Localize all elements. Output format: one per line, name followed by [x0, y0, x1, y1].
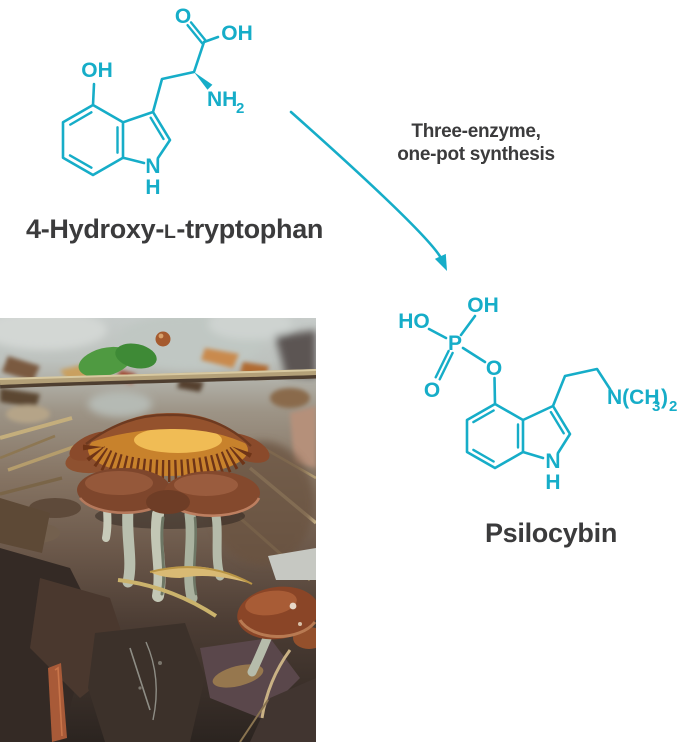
reactant-name-stereo-l: L [164, 221, 177, 243]
atom-label-bridging-o: O [486, 357, 502, 380]
mushroom-cluster [65, 412, 270, 604]
photo-grass-blades [239, 649, 292, 742]
photo-yellow-leaf [117, 566, 253, 618]
atom-label-amine-nh: NH [207, 88, 237, 111]
small-mushroom [237, 586, 316, 677]
arrow-caption-line2: one-pot synthesis [397, 144, 555, 165]
aromatic-inner-lines [472, 409, 565, 463]
photo-acorn [155, 331, 171, 347]
atom-label-amine-subscript: 2 [236, 100, 244, 117]
carbonyl-double-bond [186, 21, 207, 45]
photo-bark-mound [210, 441, 314, 565]
reaction-arrow [289, 110, 447, 271]
atom-label-phosphate-ho: HO [398, 310, 430, 333]
phosphoryl-double-bond [434, 349, 454, 381]
front-caps [77, 468, 261, 517]
stereo-wedge-bond [194, 72, 213, 90]
product-name-label: Psilocybin [484, 518, 618, 548]
atom-label-dimethylamine: N(CH [607, 386, 660, 409]
atom-label-dimethylamine-paren: ) [661, 386, 668, 409]
bond-lines [427, 314, 612, 470]
big-cap-rim [85, 413, 252, 447]
atom-label-dimethylamine-sub2: 2 [669, 398, 677, 415]
photo-green-leaf [78, 343, 157, 378]
atom-label-phosphoryl-o: O [424, 379, 440, 402]
atom-label-indole-n: N [545, 450, 560, 473]
arrow-caption: Three-enzyme, one-pot synthesis [386, 120, 566, 166]
reactant-name-suffix: -tryptophan [176, 214, 324, 244]
atom-label-carbonyl-o: O [175, 5, 191, 28]
arrow-shaft [289, 110, 443, 260]
arrow-caption-line1: Three-enzyme, [411, 121, 541, 142]
structure-4-hydroxy-l-tryptophan [61, 21, 220, 177]
atom-label-carboxyl-oh: OH [221, 22, 253, 45]
mushroom-photo [0, 318, 316, 742]
atom-label-phosphate-oh: OH [467, 294, 499, 317]
aromatic-inner-lines [68, 111, 165, 169]
gill-underside [82, 424, 253, 483]
atom-label-phosphorus: P [448, 332, 462, 355]
arrow-head [434, 253, 447, 271]
reactant-name-prefix: 4-Hydroxy- [26, 214, 165, 244]
atom-label-indole-nh: H [145, 176, 160, 199]
bond-lines [61, 35, 220, 177]
structure-psilocybin [427, 314, 612, 470]
photo-pink-bark [290, 406, 316, 468]
atom-label-indole-n: N [145, 155, 160, 178]
reactant-name-label: 4-Hydroxy-L-tryptophan [26, 214, 323, 245]
photo-bottom-stump [88, 623, 205, 742]
atom-label-indole-nh: H [545, 471, 560, 494]
photo-twig-stick [0, 369, 316, 389]
atom-label-phenol-oh: OH [81, 59, 113, 82]
atom-label-dimethylamine-sub3: 3 [652, 398, 660, 415]
